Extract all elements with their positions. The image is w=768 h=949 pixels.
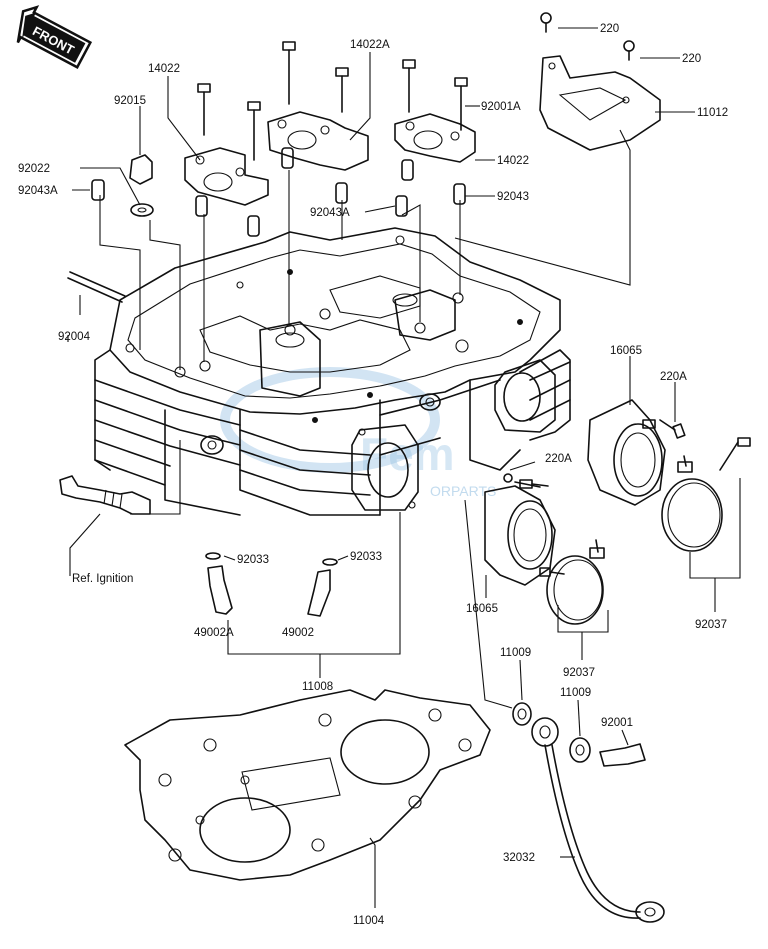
- label-220-top: 220: [600, 23, 619, 35]
- label-92001A: 92001A: [481, 101, 521, 113]
- label-32032: 32032: [503, 852, 535, 864]
- label-92004: 92004: [58, 331, 91, 343]
- oil-line-fittings: [512, 702, 646, 767]
- camshaft-caps: [91, 41, 476, 237]
- intake-holder-mid: [484, 473, 556, 586]
- label-220-second: 220: [682, 53, 701, 65]
- dowel-pins: [91, 147, 466, 237]
- label-92043A-mid: 92043A: [310, 207, 350, 219]
- label-92001: 92001: [601, 717, 633, 729]
- spark-plug: [59, 475, 151, 515]
- stud-92004: [67, 271, 126, 303]
- clamp-mid: [546, 539, 605, 625]
- label-92043: 92043: [497, 191, 529, 203]
- cover-11012: [539, 12, 661, 151]
- clamp-right: [661, 455, 723, 552]
- label-14022-left: 14022: [148, 63, 180, 75]
- label-92033-right: 92033: [350, 551, 382, 563]
- label-14022A: 14022A: [350, 39, 390, 51]
- cylinder-head: [94, 227, 571, 516]
- label-49002A: 49002A: [194, 627, 234, 639]
- label-92015: 92015: [114, 95, 146, 107]
- watermark-subtext: ORPARTS: [430, 483, 496, 499]
- label-92037-mid: 92037: [563, 667, 595, 679]
- label-11004: 11004: [353, 915, 385, 927]
- front-arrow-badge: FRONT: [16, 5, 93, 69]
- label-220A-mid: 220A: [545, 453, 572, 465]
- intake-holder-right: [587, 399, 666, 506]
- label-14022-right: 14022: [497, 155, 529, 167]
- label-16065-mid: 16065: [466, 603, 498, 615]
- leader-lines: [67, 27, 741, 908]
- screws-220A: [519, 419, 751, 577]
- label-16065-right: 16065: [610, 345, 642, 357]
- watermark: Fem ORPARTS: [220, 367, 496, 499]
- part-labels: 220 220 11012 14022 14022A 92015 92001A …: [18, 23, 728, 927]
- label-220A-right: 220A: [660, 371, 687, 383]
- label-11009-top: 11009: [500, 647, 531, 659]
- label-11012: 11012: [697, 107, 728, 119]
- label-11009-bottom: 11009: [560, 687, 591, 699]
- cam-cap-bolts: [197, 41, 468, 161]
- oil-pipe: [544, 744, 665, 923]
- label-49002: 49002: [282, 627, 314, 639]
- valve-guides: [205, 552, 338, 617]
- head-gasket: [124, 689, 491, 881]
- label-92043A-left: 92043A: [18, 185, 58, 197]
- label-11008: 11008: [302, 681, 333, 693]
- label-92037-right: 92037: [695, 619, 727, 631]
- label-92022: 92022: [18, 163, 50, 175]
- label-ref-ignition: Ref. Ignition: [72, 573, 133, 585]
- label-92033-left: 92033: [237, 554, 269, 566]
